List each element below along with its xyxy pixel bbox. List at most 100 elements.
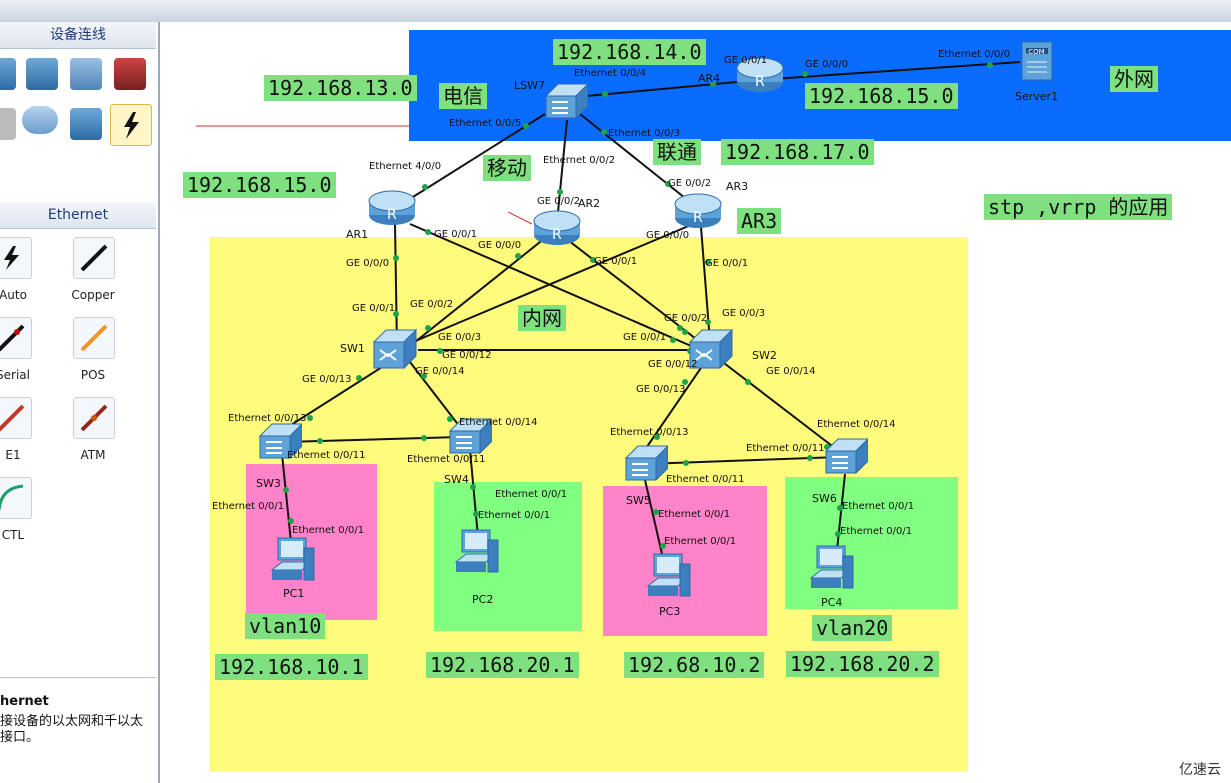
sw6-switch-icon[interactable] bbox=[824, 437, 870, 481]
telecom-label: 电信 bbox=[439, 83, 487, 109]
vlan20-tag: vlan20 bbox=[812, 615, 893, 641]
pc1-label: PC1 bbox=[283, 587, 305, 600]
port-label: Ethernet 0/0/13 bbox=[228, 413, 307, 424]
pos-cable-label: POS bbox=[80, 368, 106, 382]
copper-cable-icon[interactable] bbox=[73, 237, 115, 279]
atm-cable-label: ATM bbox=[80, 448, 106, 462]
port-label: Ethernet 0/0/13 bbox=[610, 427, 689, 438]
svg-text:.COM: .COM bbox=[1026, 48, 1045, 56]
palette-header: 设备连线 bbox=[0, 22, 156, 49]
vlan10-zone-right bbox=[603, 486, 767, 636]
port-label: GE 0/0/3 bbox=[722, 308, 766, 319]
hub-icon[interactable] bbox=[70, 108, 102, 140]
serial-cable-label: Serial bbox=[0, 368, 30, 382]
device-palette: 设备连线 Ethernet Auto Copper Serial POS E1 … bbox=[0, 22, 160, 783]
port-label: Ethernet 0/0/1 bbox=[842, 501, 915, 512]
ctl-cable-label: CTL bbox=[1, 528, 25, 542]
ar1-router-icon[interactable]: R bbox=[367, 187, 417, 231]
port-label: Ethernet 0/0/14 bbox=[817, 419, 896, 430]
vlan20-zone-left bbox=[434, 482, 582, 631]
pc3-label: PC3 bbox=[659, 605, 681, 618]
cloud-icon[interactable] bbox=[22, 106, 58, 134]
internal-label: 内网 bbox=[518, 305, 566, 331]
sw3-switch-icon[interactable] bbox=[258, 422, 304, 466]
switch-icon[interactable] bbox=[26, 58, 58, 90]
port-label: Ethernet 0/0/1 bbox=[840, 526, 913, 537]
title-bar bbox=[0, 0, 1231, 23]
pc1-icon[interactable] bbox=[268, 534, 318, 590]
port-label: Ethernet 0/0/0 bbox=[938, 49, 1011, 60]
svg-text:R: R bbox=[387, 207, 397, 223]
port-label: GE 0/0/1 bbox=[352, 303, 396, 314]
port-label: Ethernet 0/0/1 bbox=[212, 501, 285, 512]
ar3-label: AR3 bbox=[726, 180, 749, 193]
port-label: GE 0/0/14 bbox=[766, 366, 816, 377]
atm-cable-icon[interactable] bbox=[73, 397, 115, 439]
port-label: GE 0/0/0 bbox=[646, 230, 690, 241]
port-label: GE 0/0/0 bbox=[346, 258, 390, 269]
port-label: Ethernet 0/0/4 bbox=[574, 68, 647, 79]
ar2-router-icon[interactable]: R bbox=[532, 207, 582, 251]
sw4-switch-icon[interactable] bbox=[448, 417, 494, 461]
port-label: Ethernet 0/0/1 bbox=[664, 536, 737, 547]
topology-canvas[interactable]: R .COM R R R LSW7 AR4 Server1 AR1 bbox=[160, 22, 1231, 783]
wireless-icon[interactable] bbox=[70, 58, 102, 90]
serial-cable-icon[interactable] bbox=[0, 317, 32, 359]
auto-cable-label: Auto bbox=[0, 288, 27, 302]
ar4-label: AR4 bbox=[698, 72, 721, 85]
router-icon[interactable] bbox=[0, 58, 16, 90]
lsw7-switch-icon[interactable] bbox=[544, 82, 590, 126]
firewall-icon[interactable] bbox=[114, 58, 146, 90]
port-label: GE 0/0/1 bbox=[434, 229, 478, 240]
links-layer bbox=[196, 61, 1021, 568]
ar4-router-icon[interactable]: R bbox=[735, 54, 785, 98]
pc2-label: PC2 bbox=[472, 593, 494, 606]
ctl-cable-icon[interactable] bbox=[0, 477, 32, 519]
watermark-logo: 亿速云 bbox=[1179, 762, 1221, 778]
pc3-icon[interactable] bbox=[644, 550, 694, 606]
port-label: Ethernet 0/0/2 bbox=[543, 155, 616, 166]
pos-cable-icon[interactable] bbox=[73, 317, 115, 359]
ar3-router-icon[interactable]: R bbox=[673, 190, 723, 234]
lightning-cable-icon[interactable] bbox=[110, 104, 152, 146]
port-label: GE 0/0/1 bbox=[705, 258, 749, 269]
port-label: Ethernet 0/0/1 bbox=[495, 489, 568, 500]
server-icon[interactable]: .COM bbox=[1018, 40, 1058, 88]
sw6-label: SW6 bbox=[812, 492, 837, 505]
e1-cable-icon[interactable] bbox=[0, 397, 32, 439]
sw2-label: SW2 bbox=[752, 349, 777, 362]
topology-title: stp ,vrrp 的应用 bbox=[984, 194, 1173, 220]
network-label-13: 192.168.13.0 bbox=[264, 75, 417, 101]
port-label: GE 0/0/1 bbox=[623, 332, 667, 343]
port-label: Ethernet 0/0/1 bbox=[658, 509, 731, 520]
port-label: GE 0/0/2 bbox=[410, 299, 454, 310]
sw2-core-switch-icon[interactable] bbox=[688, 328, 734, 376]
sw1-core-switch-icon[interactable] bbox=[372, 328, 418, 376]
pc2-icon[interactable] bbox=[452, 526, 502, 582]
pc-icon[interactable] bbox=[0, 108, 16, 140]
port-label: GE 0/0/1 bbox=[594, 256, 638, 267]
port-label: GE 0/0/12 bbox=[648, 359, 698, 370]
sw1-label: SW1 bbox=[340, 342, 365, 355]
pc4-icon[interactable] bbox=[807, 542, 857, 598]
port-label: Ethernet 0/0/11 bbox=[407, 454, 486, 465]
e1-cable-label: E1 bbox=[5, 448, 21, 462]
sw5-label: SW5 bbox=[626, 494, 651, 507]
port-label: GE 0/0/13 bbox=[302, 374, 352, 385]
svg-text:R: R bbox=[693, 210, 703, 226]
info-box: hernet 接设备的以太网和千以太接口。 bbox=[0, 677, 156, 783]
network-label-14: 192.168.14.0 bbox=[553, 39, 706, 65]
port-label: Ethernet 0/0/11 bbox=[746, 443, 825, 454]
pc4-ip: 192.168.20.2 bbox=[786, 651, 939, 677]
svg-text:R: R bbox=[552, 227, 562, 243]
sw5-switch-icon[interactable] bbox=[624, 444, 670, 488]
port-label: Ethernet 0/0/11 bbox=[666, 474, 745, 485]
server1-label: Server1 bbox=[1015, 90, 1059, 103]
lsw7-label: LSW7 bbox=[514, 79, 545, 92]
port-label: Ethernet 4/0/0 bbox=[369, 161, 442, 172]
port-label: Ethernet 0/0/1 bbox=[478, 510, 551, 521]
pc4-label: PC4 bbox=[821, 596, 843, 609]
pc3-ip: 192.68.10.2 bbox=[624, 652, 765, 678]
auto-cable-icon[interactable] bbox=[0, 237, 32, 279]
port-label: GE 0/0/1 bbox=[724, 55, 768, 66]
